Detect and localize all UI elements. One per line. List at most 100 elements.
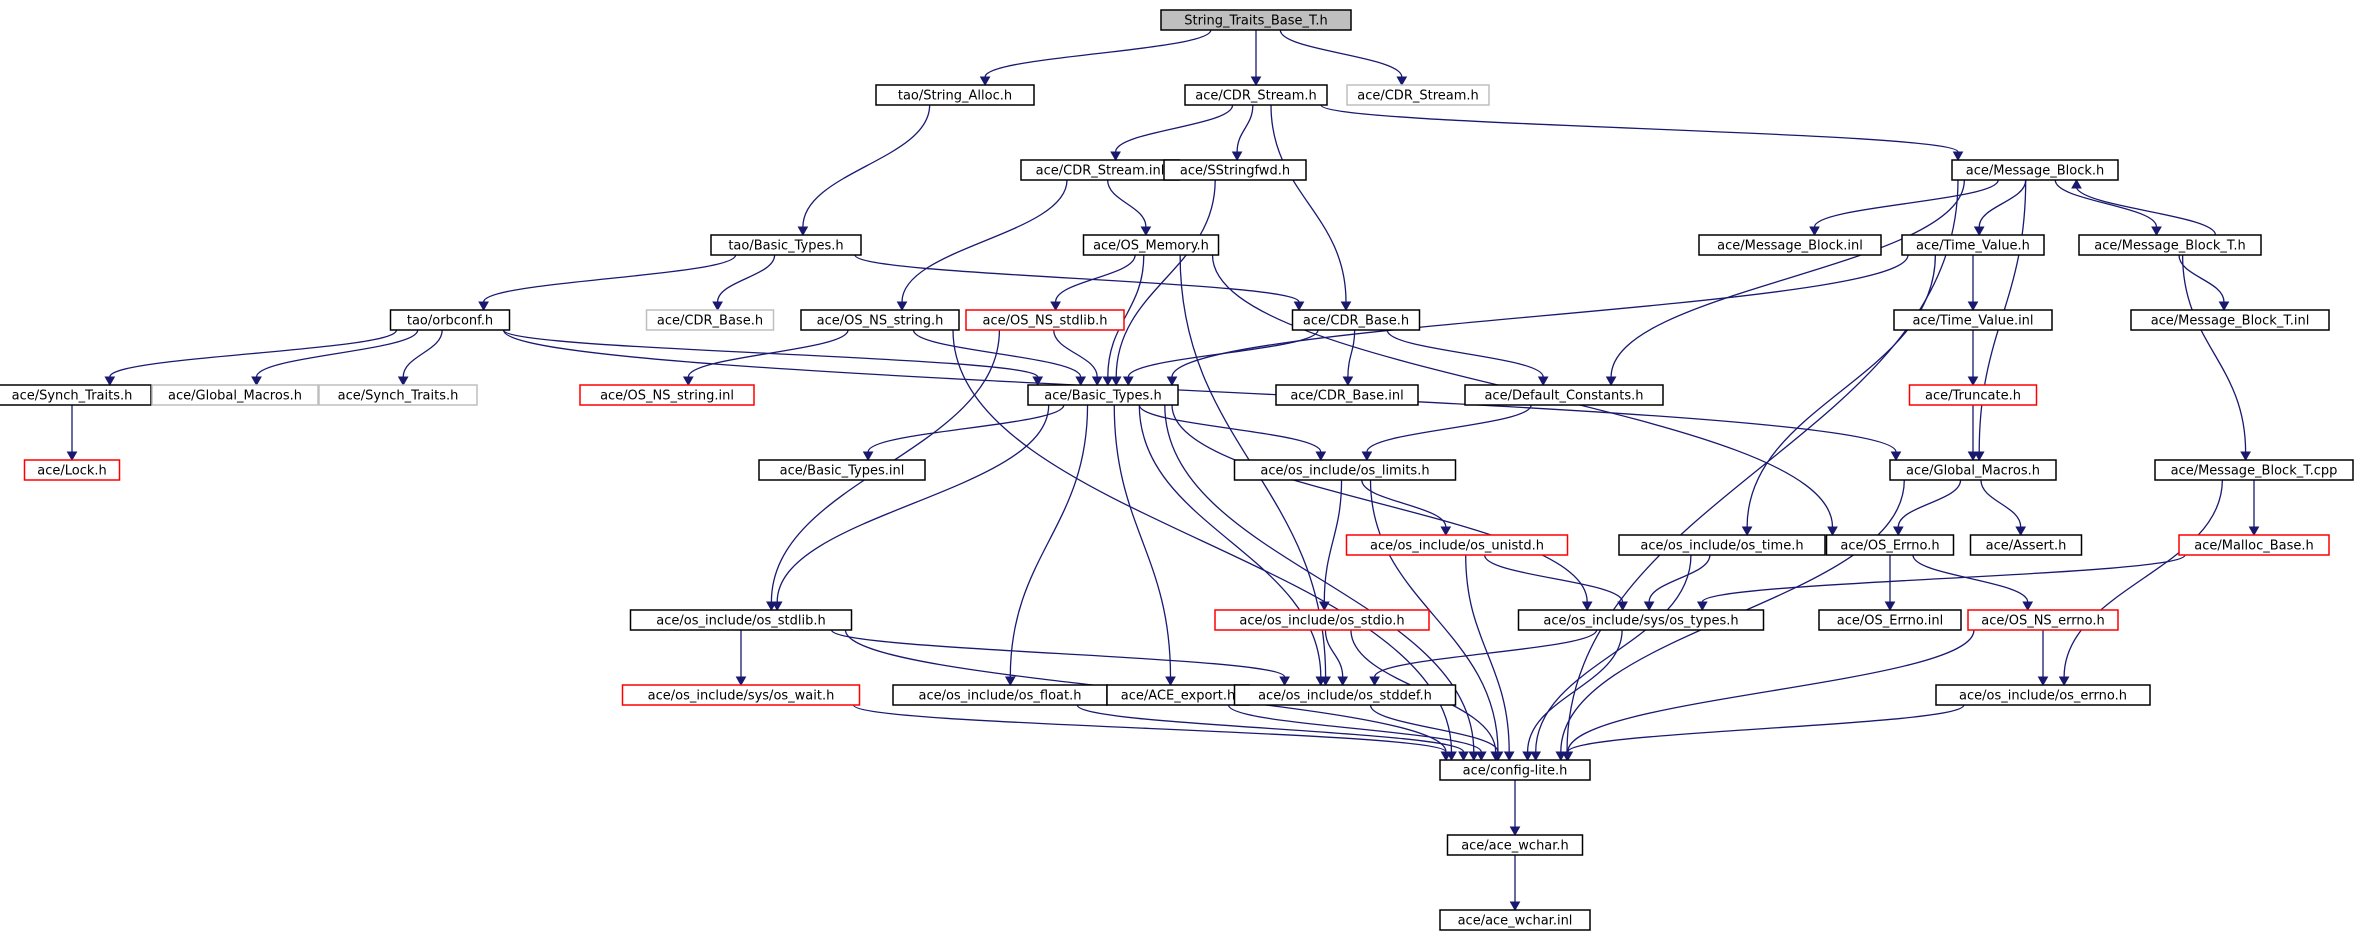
- edge-arrowhead: [1827, 526, 1838, 537]
- graph-node[interactable]: ace/os_include/os_stddef.h: [1233, 684, 1457, 706]
- graph-node[interactable]: ace/os_include/os_stdio.h: [1214, 609, 1430, 631]
- graph-node[interactable]: ace/Synch_Traits.h: [0, 384, 152, 406]
- graph-node[interactable]: ace/Message_Block_T.cpp: [2154, 459, 2354, 481]
- dependency-edge: [1107, 179, 1147, 228]
- graph-node[interactable]: ace/Default_Constants.h: [1464, 384, 1664, 406]
- graph-node[interactable]: ace/os_include/os_unistd.h: [1345, 534, 1569, 556]
- node-box: [1160, 9, 1352, 31]
- dependency-edge: [830, 629, 1286, 678]
- graph-node[interactable]: ace/OS_NS_errno.h: [1967, 609, 2119, 631]
- node-label: ace/Message_Block.h: [1966, 164, 2105, 179]
- graph-node[interactable]: ace/OS_NS_string.inl: [579, 384, 755, 406]
- node-label: ace/config-lite.h: [1463, 764, 1568, 779]
- graph-node[interactable]: ace/Time_Value.h: [1901, 234, 2045, 256]
- graph-node[interactable]: ace/config-lite.h: [1439, 759, 1591, 781]
- graph-node[interactable]: ace/CDR_Stream.inl: [1020, 159, 1180, 181]
- edge-arrowhead: [1967, 376, 1979, 387]
- graph-node[interactable]: ace/Message_Block_T.h: [2078, 234, 2262, 256]
- edge-arrowhead: [66, 451, 78, 462]
- node-box: [875, 84, 1035, 106]
- dependency-edge: [1980, 479, 2022, 528]
- graph-node[interactable]: ace/OS_NS_string.h: [800, 309, 960, 331]
- dependency-edge: [1386, 329, 1544, 378]
- edge-arrowhead: [1605, 376, 1617, 387]
- edge-arrowhead: [1369, 676, 1380, 687]
- graph-node[interactable]: ace/OS_Errno.inl: [1818, 609, 1962, 631]
- edge-arrowhead: [1140, 226, 1152, 237]
- dependency-edge: [502, 329, 1897, 453]
- dependency-edge: [852, 704, 1447, 753]
- node-box: [1082, 234, 1220, 256]
- edge-arrowhead: [1440, 751, 1452, 762]
- graph-node[interactable]: ace/Message_Block.inl: [1698, 234, 1882, 256]
- dependency-edge: [1076, 704, 1465, 753]
- graph-node[interactable]: ace/Time_Value.inl: [1893, 309, 2053, 331]
- graph-node[interactable]: ace/Synch_Traits.h: [318, 384, 478, 406]
- dependency-edge: [2181, 254, 2247, 453]
- graph-node[interactable]: ace/Global_Macros.h: [1889, 459, 2057, 481]
- edge-arrowhead: [1967, 301, 1979, 312]
- graph-node[interactable]: ace/Basic_Types.inl: [758, 459, 926, 481]
- node-label: tao/orbconf.h: [407, 314, 493, 329]
- graph-node[interactable]: ace/OS_NS_stdlib.h: [965, 309, 1125, 331]
- dependency-edge: [952, 329, 1453, 753]
- graph-node[interactable]: ace/ACE_export.h: [1106, 684, 1250, 706]
- graph-node[interactable]: ace/Lock.h: [23, 459, 121, 481]
- graph-node[interactable]: ace/os_include/os_float.h: [892, 684, 1108, 706]
- node-label: ace/CDR_Base.h: [657, 314, 763, 329]
- dependency-edge: [1320, 104, 1959, 153]
- graph-node[interactable]: ace/Message_Block_T.inl: [2130, 309, 2330, 331]
- graph-node[interactable]: ace/CDR_Stream.h: [1346, 84, 1490, 106]
- graph-node[interactable]: ace/os_include/sys/os_types.h: [1517, 609, 1765, 631]
- node-box: [1618, 534, 1826, 556]
- node-label: ace/Assert.h: [1986, 539, 2067, 554]
- edge-arrowhead: [251, 376, 262, 387]
- dependency-edge: [901, 179, 1068, 303]
- edge-arrowhead: [1440, 526, 1452, 537]
- graph-node[interactable]: ace/CDR_Stream.h: [1184, 84, 1328, 106]
- graph-node[interactable]: ace/os_include/os_limits.h: [1233, 459, 1457, 481]
- graph-node[interactable]: ace/CDR_Base.h: [1291, 309, 1421, 331]
- graph-node[interactable]: ace/CDR_Base.inl: [1275, 384, 1419, 406]
- node-box: [1935, 684, 2151, 706]
- edge-arrowhead: [797, 226, 809, 237]
- graph-node[interactable]: ace/OS_Errno.h: [1825, 534, 1955, 556]
- graph-node[interactable]: ace/Global_Macros.h: [151, 384, 319, 406]
- graph-node[interactable]: ace/os_include/os_time.h: [1618, 534, 1826, 556]
- graph-node[interactable]: tao/Basic_Types.h: [710, 234, 862, 256]
- edge-arrowhead: [1522, 751, 1533, 762]
- node-label: ace/Truncate.h: [1925, 389, 2021, 404]
- graph-node[interactable]: ace/Message_Block.h: [1951, 159, 2119, 181]
- dependency-edge: [1610, 179, 1965, 378]
- graph-node[interactable]: ace/Truncate.h: [1908, 384, 2038, 406]
- graph-node[interactable]: ace/os_include/sys/os_wait.h: [621, 684, 861, 706]
- graph-node[interactable]: ace/OS_Memory.h: [1082, 234, 1220, 256]
- graph-node[interactable]: ace/Assert.h: [1969, 534, 2083, 556]
- edge-arrowhead: [1122, 376, 1134, 387]
- graph-node[interactable]: ace/os_include/os_stdlib.h: [629, 609, 853, 631]
- edge-arrowhead: [1468, 751, 1480, 762]
- graph-node[interactable]: ace/Malloc_Base.h: [2178, 534, 2330, 556]
- edge-arrowhead: [1050, 301, 1061, 312]
- graph-node[interactable]: ace/ace_wchar.h: [1446, 834, 1584, 856]
- dependency-edge: [802, 104, 931, 228]
- graph-node[interactable]: ace/CDR_Base.h: [645, 309, 775, 331]
- dependency-edge: [1701, 554, 2186, 603]
- node-label: ace/Message_Block.inl: [1717, 239, 1863, 254]
- graph-node[interactable]: String_Traits_Base_T.h: [1160, 9, 1352, 31]
- graph-node[interactable]: tao/String_Alloc.h: [875, 84, 1035, 106]
- node-box: [23, 459, 121, 481]
- node-box: [1291, 309, 1421, 331]
- node-box: [389, 309, 511, 331]
- graph-node[interactable]: tao/orbconf.h: [389, 309, 511, 331]
- edge-arrowhead: [1110, 376, 1122, 387]
- node-label: ace/CDR_Base.h: [1303, 314, 1409, 329]
- dependency-edge: [1912, 554, 2029, 603]
- dependency-edge: [1054, 254, 1136, 303]
- node-box: [1951, 159, 2119, 181]
- edge-arrowhead: [1165, 676, 1176, 687]
- graph-node[interactable]: ace/ace_wchar.inl: [1439, 909, 1591, 931]
- graph-node[interactable]: ace/SStringfwd.h: [1163, 159, 1307, 181]
- graph-node[interactable]: ace/Basic_Types.h: [1027, 384, 1179, 406]
- graph-node[interactable]: ace/os_include/os_errno.h: [1935, 684, 2151, 706]
